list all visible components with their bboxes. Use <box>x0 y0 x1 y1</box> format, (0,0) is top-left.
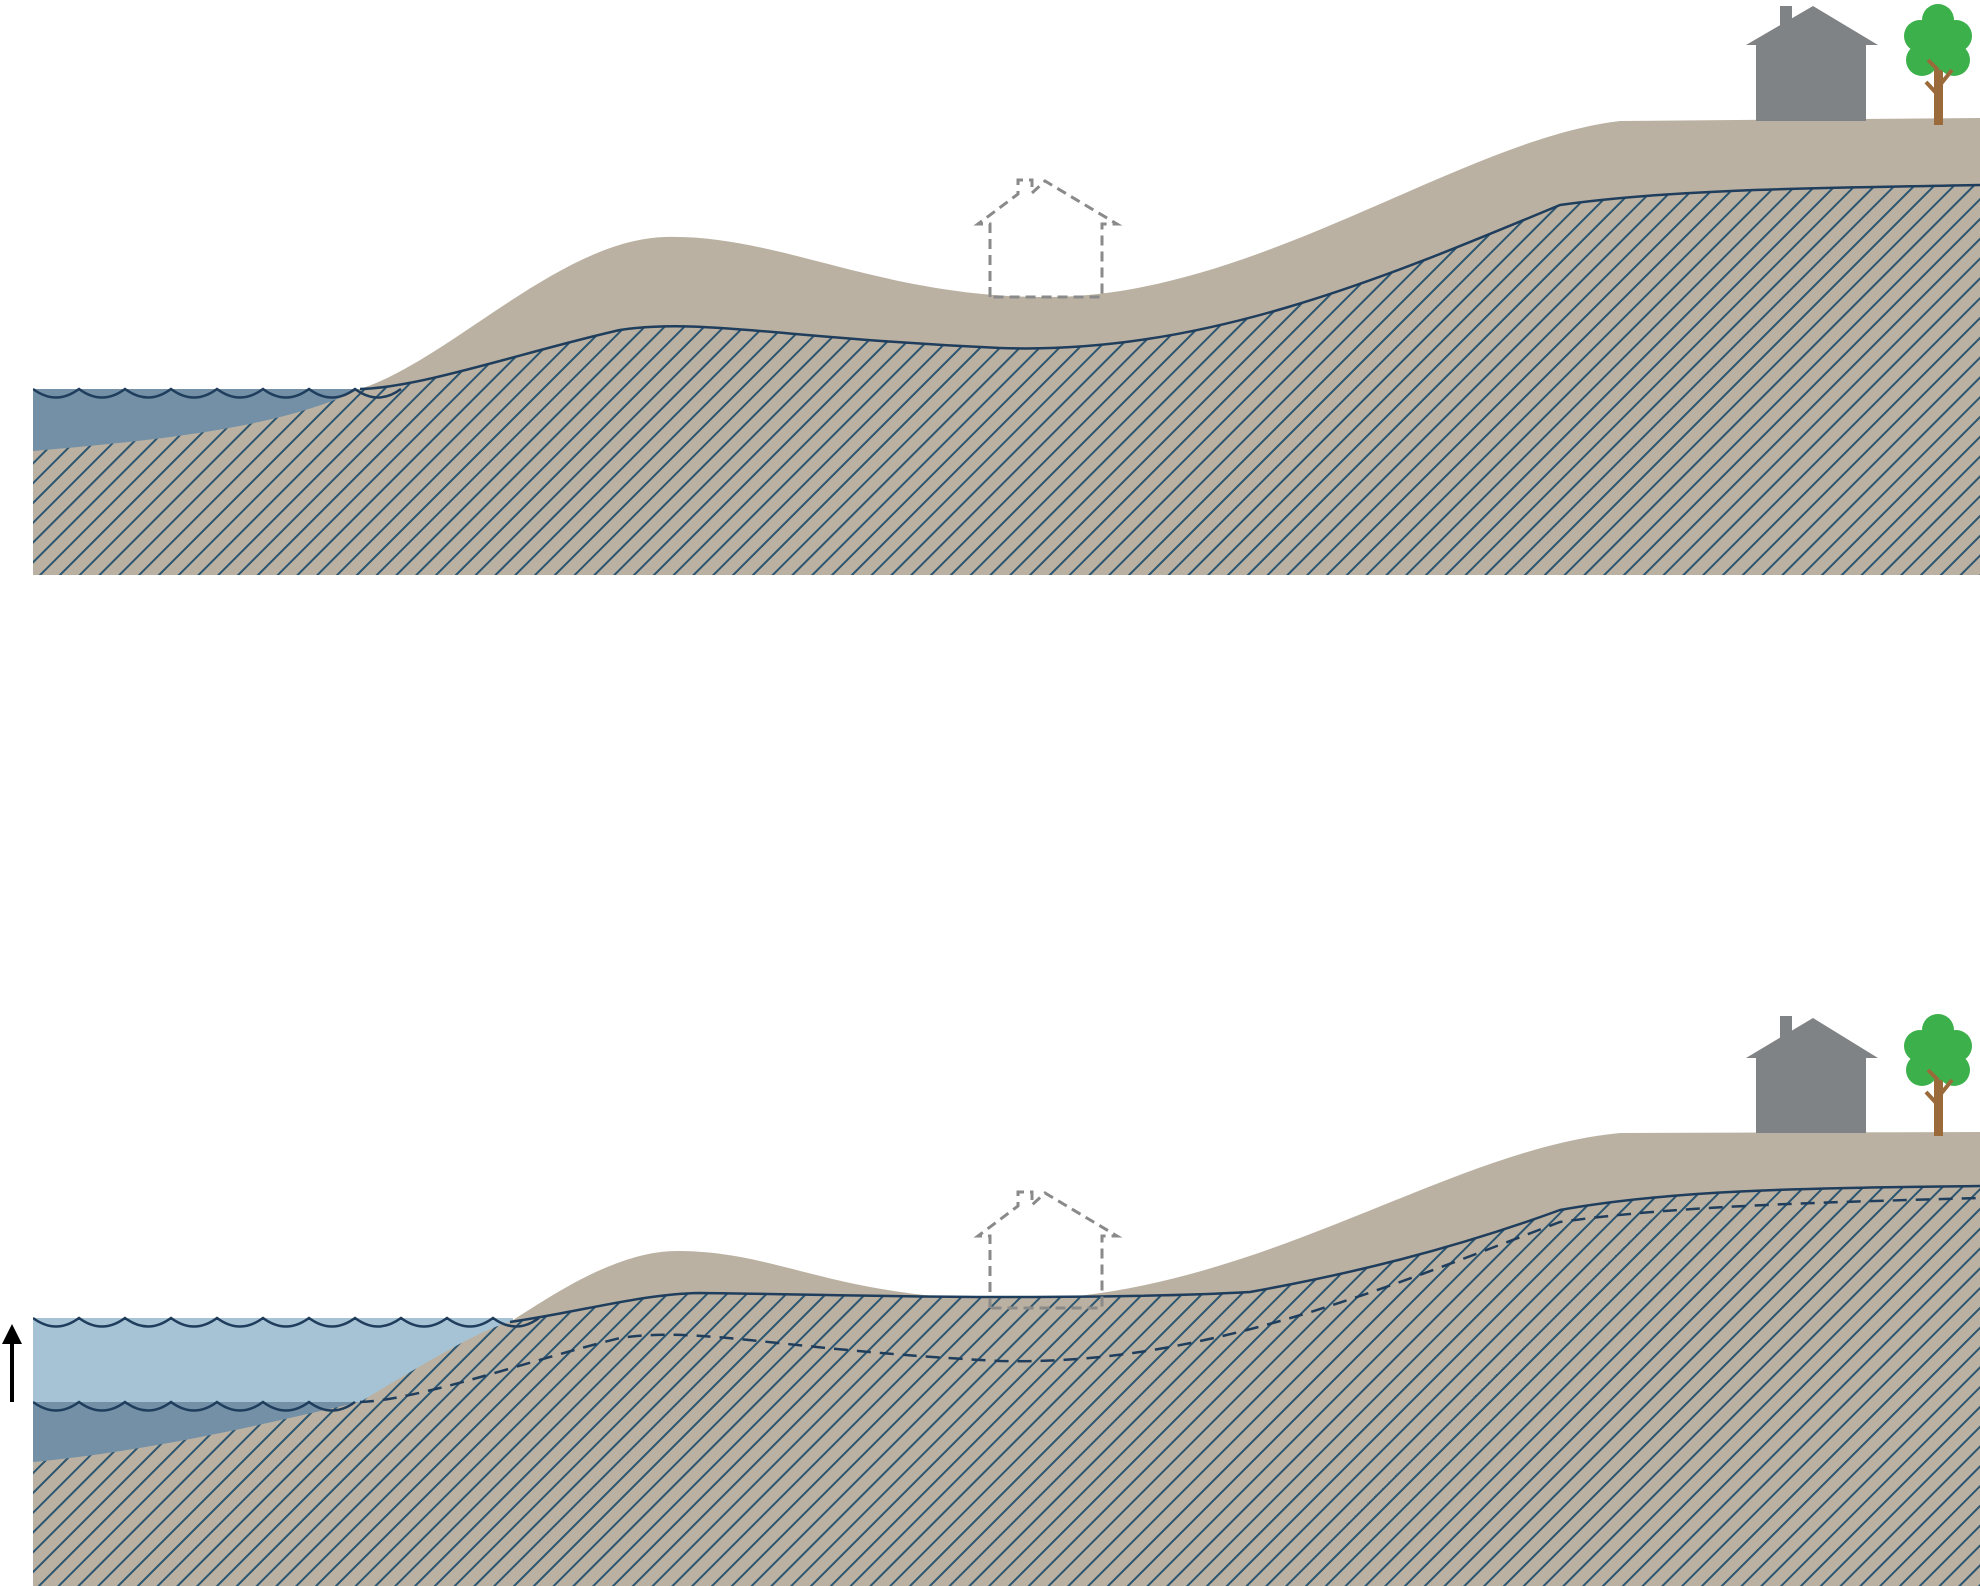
house-icon <box>1746 6 1878 121</box>
dashed-house-outline-icon <box>973 178 1123 299</box>
house-icon <box>1746 1016 1878 1133</box>
up-arrow-icon <box>2 1324 22 1402</box>
dashed-house-outline-icon <box>973 1190 1123 1310</box>
saturated-zone <box>33 1186 1980 1586</box>
wave-icon <box>33 387 402 399</box>
wave-icon <box>33 1400 356 1412</box>
tree-icon <box>1904 1014 1972 1136</box>
saturated-zone <box>33 185 1980 575</box>
wave-icon <box>33 1316 540 1328</box>
raised-water-table-line <box>509 1184 1980 1324</box>
tree-icon <box>1904 4 1972 125</box>
panel-after <box>33 1014 1980 1586</box>
panel-before <box>33 4 1980 575</box>
original-water-table-dashed-line <box>359 1196 1980 1404</box>
water-table-line <box>359 183 1980 391</box>
